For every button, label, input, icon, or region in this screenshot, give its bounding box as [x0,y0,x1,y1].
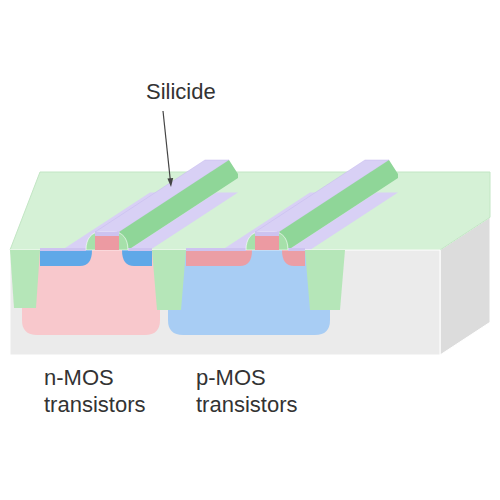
n-well [168,250,330,335]
p-well [22,250,160,335]
gate-spacer [279,160,398,250]
trench-isolation [305,250,345,310]
gate-silicide [95,232,119,236]
block-front-face [10,250,440,355]
p-source-drain [282,250,305,266]
gate-silicide [255,232,279,236]
part-label: Silicide [146,78,266,105]
gate-spacer [119,160,238,250]
part-label: n-MOS transistors [44,364,184,418]
part-label: p-MOS transistors [196,364,336,418]
silicide-layer [40,248,86,251]
p-source-drain [186,250,252,266]
gate-spacer [246,232,288,250]
leader-line [163,111,170,180]
trench-isolation [10,250,40,308]
n-source-drain [122,250,152,266]
poly-gate [255,236,279,250]
leader-arrowhead [167,178,173,187]
n-source-drain [40,250,92,266]
silicide-layer [186,248,246,251]
silicide-layer [288,248,305,251]
oxide-top-face [10,172,490,250]
trench-isolation [152,250,186,310]
gate-spacer [86,232,128,250]
silicide-layer [128,248,152,251]
poly-gate [95,236,119,250]
